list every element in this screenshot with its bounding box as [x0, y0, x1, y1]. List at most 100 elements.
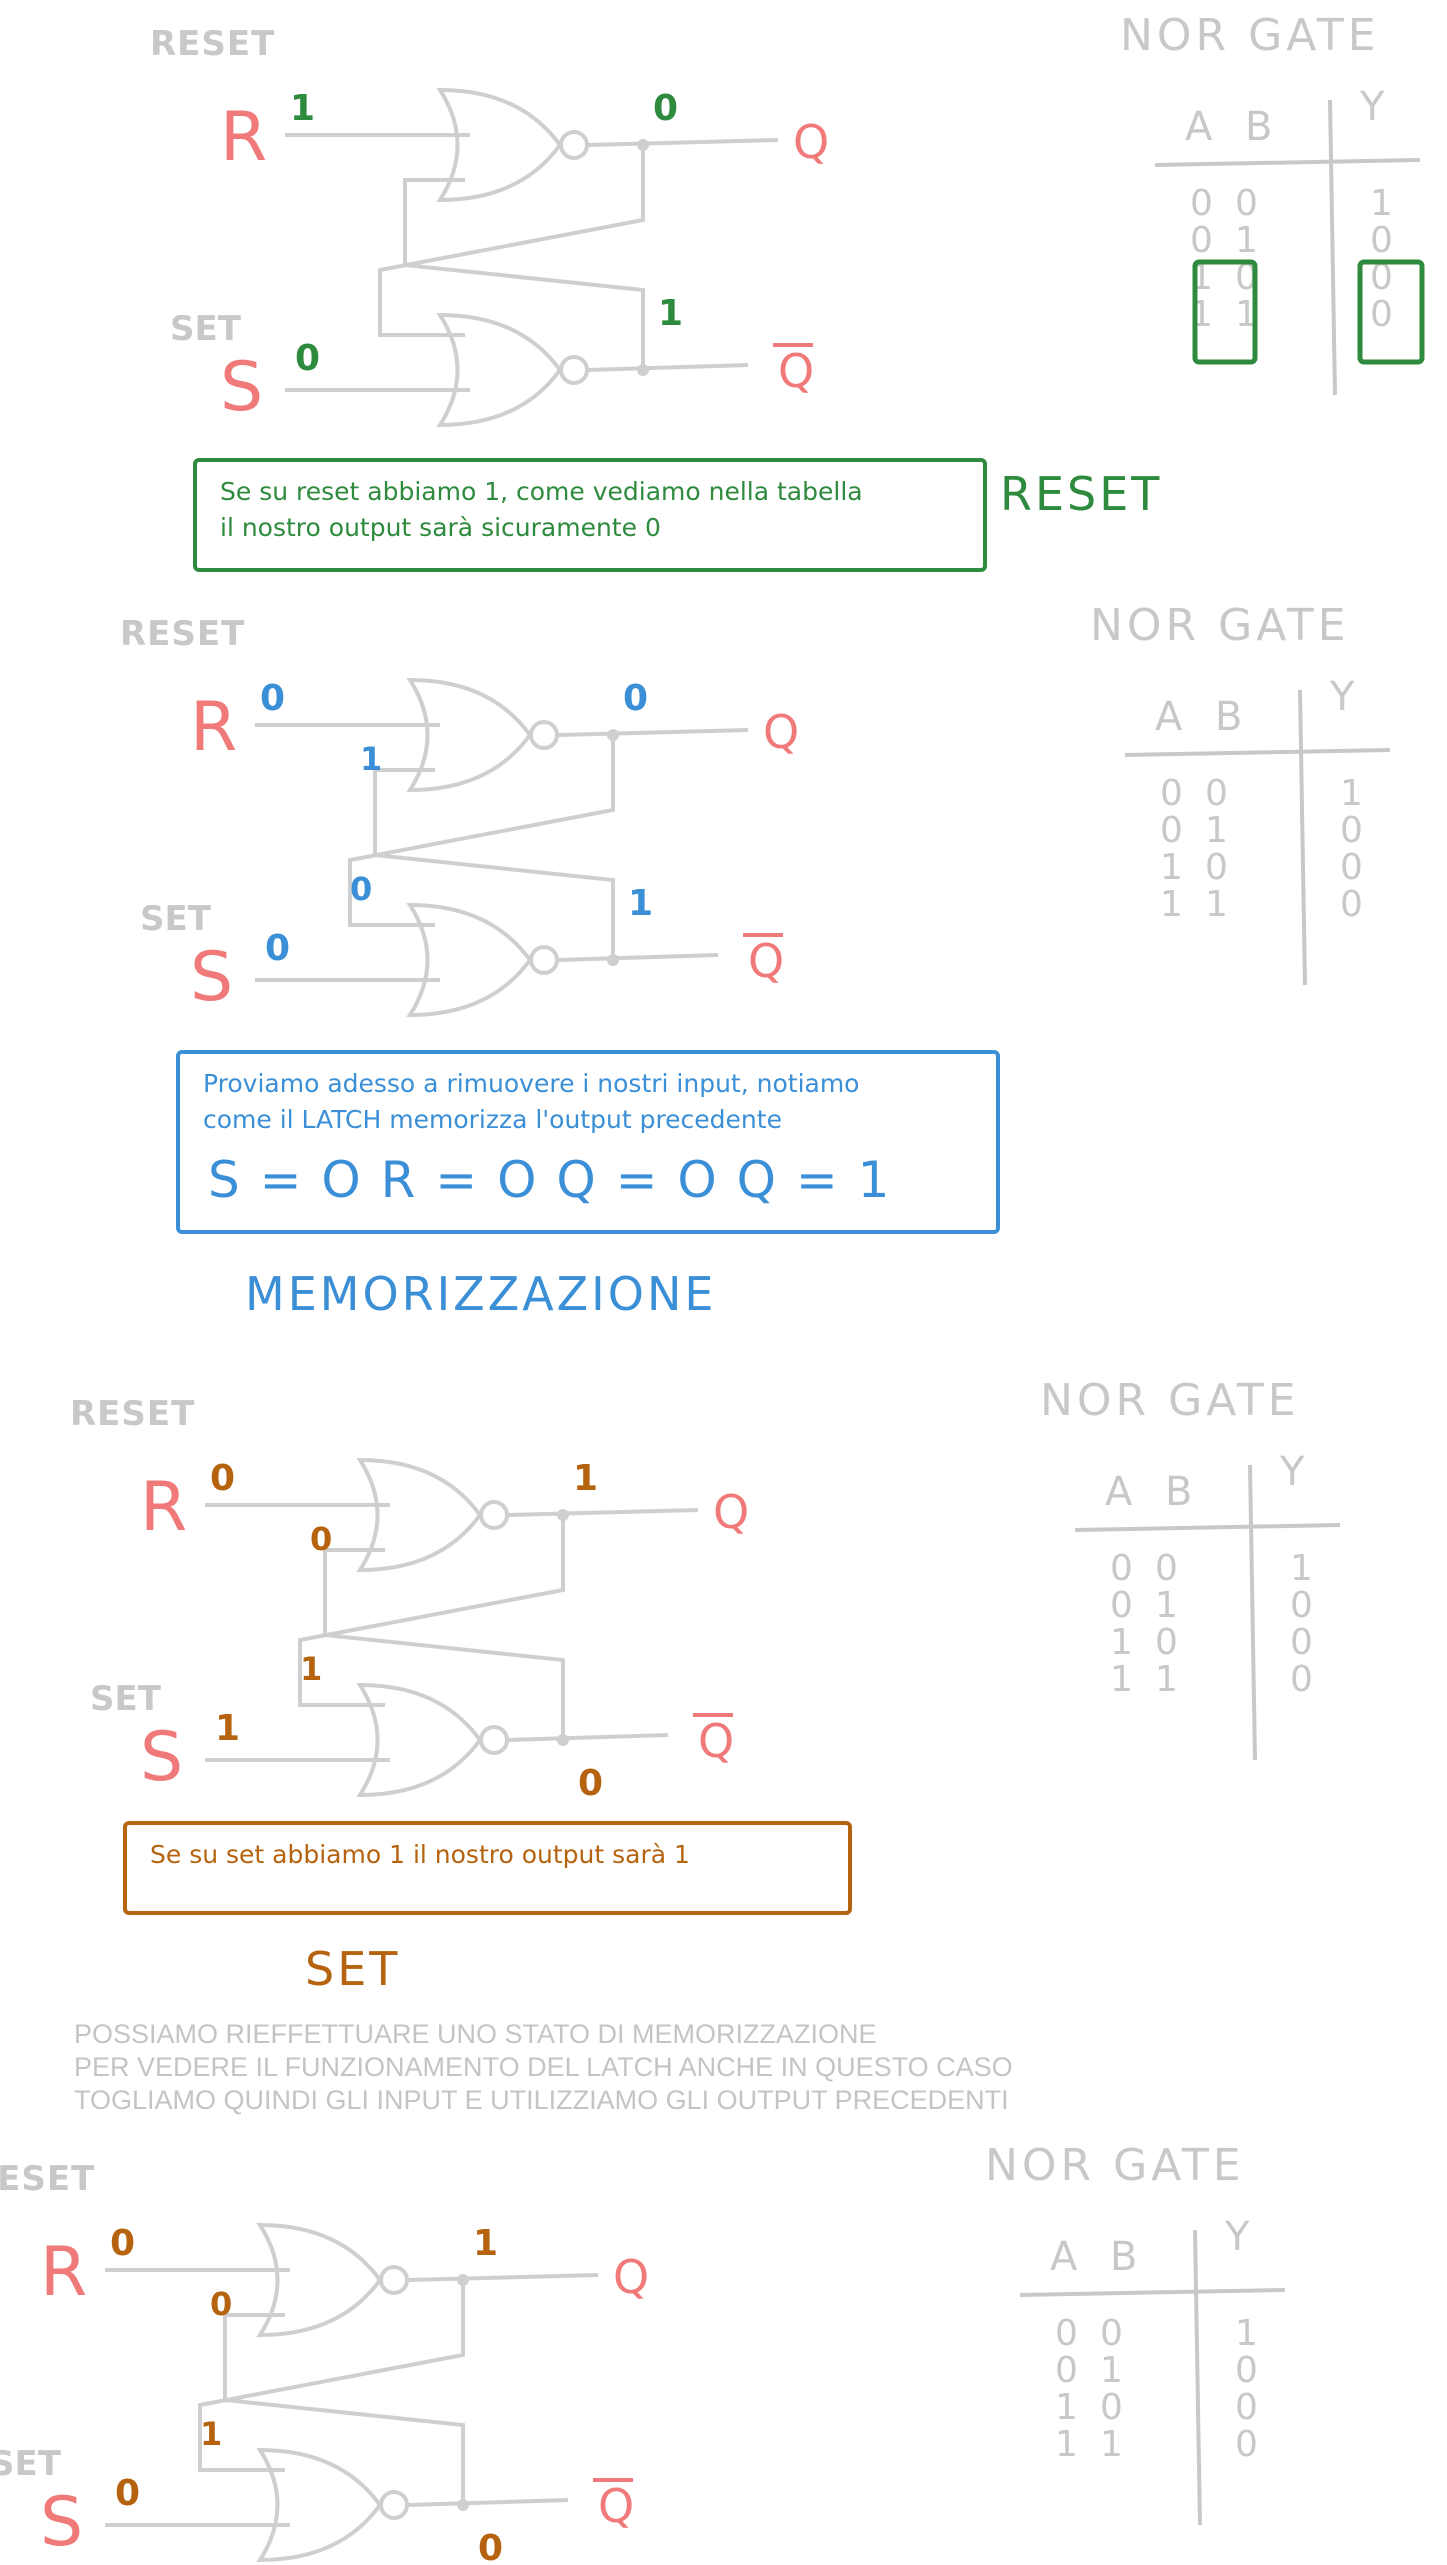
qbar-value: 0: [478, 2528, 503, 2565]
caption: RESET: [1000, 467, 1162, 521]
nor-table-title: NOR GATE: [985, 2140, 1245, 2191]
table-cell-b: 0: [1100, 2387, 1123, 2428]
table-cell-b: 0: [1235, 183, 1258, 224]
table-cell-a: 1: [1055, 2424, 1078, 2465]
table-header-rule: [1124, 748, 1391, 757]
panel-memo2: RESETSETRSQQ001001NOR GATEABY00101010011…: [0, 2140, 1286, 2565]
gray-note-line-1: POSSIAMO RIEFFETTUARE UNO STATO DI MEMOR…: [74, 2019, 877, 2049]
table-header-y: Y: [1329, 674, 1355, 720]
qbar-value: 1: [658, 293, 683, 334]
r-label: R: [190, 688, 237, 767]
nor-table-title: NOR GATE: [1090, 600, 1350, 651]
note-box: [193, 458, 987, 572]
memorization-note: POSSIAMO RIEFFETTUARE UNO STATO DI MEMOR…: [74, 2018, 1124, 2117]
table-cell-a: 0: [1110, 1585, 1133, 1626]
r-value: 1: [290, 88, 315, 129]
table-cell-y: 1: [1235, 2313, 1258, 2354]
table-cell-b: 0: [1205, 847, 1228, 888]
table-cell-a: 1: [1160, 884, 1183, 925]
qbar-feedback-wire: [373, 768, 615, 960]
q-feedback-wire: [198, 2280, 465, 2472]
qbar-wire: [507, 1733, 669, 1742]
table-cell-a: 1: [1110, 1659, 1133, 1700]
nor-gate-top: [436, 87, 563, 203]
s-value: 0: [295, 338, 320, 379]
qbar-junction: [607, 954, 619, 966]
qbar-value: 1: [628, 883, 653, 924]
highlight-rows-y: [1357, 259, 1425, 365]
table-cell-b: 1: [1155, 1659, 1178, 1700]
set-section-label: SET: [90, 1679, 162, 1719]
feedback-top-value: 0: [310, 1520, 332, 1558]
table-cell-b: 0: [1100, 2313, 1123, 2354]
table-header-rule: [1154, 158, 1421, 167]
table-cell-y: 0: [1235, 2387, 1258, 2428]
table-cell-b: 1: [1100, 2424, 1123, 2465]
table-cell-a: 1: [1110, 1622, 1133, 1663]
table-cell-y: 1: [1340, 773, 1363, 814]
r-value: 0: [110, 2223, 135, 2264]
s-label: S: [190, 938, 233, 1017]
note-line: Proviamo adesso a rimuovere i nostri inp…: [203, 1069, 859, 1098]
table-cell-y: 0: [1290, 1585, 1313, 1626]
table-cell-b: 1: [1155, 1585, 1178, 1626]
note-box: [176, 1050, 1000, 1234]
nor-gate-top-bubble: [529, 720, 559, 750]
table-header-a: A: [1105, 1469, 1133, 1515]
table-cell-a: 0: [1190, 220, 1213, 261]
table-cell-y: 0: [1290, 1659, 1313, 1700]
feedback-bottom-value: 1: [200, 2415, 222, 2453]
q-junction: [607, 729, 619, 741]
table-cell-y: 1: [1370, 183, 1393, 224]
table-cell-y: 0: [1370, 294, 1393, 335]
q-wire: [507, 1508, 699, 1517]
table-column-rule: [1248, 1464, 1257, 1761]
table-header-a: A: [1050, 2234, 1078, 2280]
nor-gate-top: [406, 677, 533, 793]
table-column-rule: [1298, 689, 1307, 986]
qbar-label: Q: [778, 344, 814, 398]
table-header-y: Y: [1224, 2214, 1250, 2260]
qbar-value: 0: [578, 1763, 603, 1804]
table-cell-a: 0: [1055, 2313, 1078, 2354]
table-cell-a: 0: [1160, 810, 1183, 851]
table-cell-y: 0: [1235, 2424, 1258, 2465]
table-header-rule: [1074, 1523, 1341, 1532]
q-junction: [457, 2274, 469, 2286]
nor-gate-bottom-bubble: [379, 2490, 409, 2520]
r-label: R: [40, 2233, 87, 2312]
note-line: il nostro output sarà sicuramente 0: [220, 513, 661, 542]
table-header-y: Y: [1279, 1449, 1305, 1495]
table-header-b: B: [1165, 1469, 1192, 1515]
s-label: S: [220, 348, 263, 427]
table-header-y: Y: [1359, 84, 1385, 130]
feedback-bottom-value: 1: [300, 1650, 322, 1688]
table-cell-a: 0: [1190, 183, 1213, 224]
table-cell-b: 1: [1235, 294, 1258, 335]
nor-gate-top: [256, 2222, 383, 2338]
note-line: Se su reset abbiamo 1, come vediamo nell…: [220, 477, 863, 506]
nor-gate-top: [356, 1457, 483, 1573]
table-cell-y: 1: [1290, 1548, 1313, 1589]
r-label: R: [140, 1468, 187, 1547]
nor-gate-bottom: [436, 312, 563, 428]
feedback-top-value: 0: [210, 2285, 232, 2323]
formula: S = O R = O Q = O Q = 1: [208, 1151, 891, 1209]
q-label: Q: [793, 115, 829, 169]
s-value: 0: [115, 2473, 140, 2514]
nor-gate-bottom: [406, 902, 533, 1018]
s-value: 1: [215, 1708, 240, 1749]
table-cell-a: 0: [1055, 2350, 1078, 2391]
q-wire: [407, 2273, 599, 2282]
q-wire: [587, 138, 779, 147]
qbar-label: Q: [698, 1714, 734, 1768]
table-column-rule: [1193, 2229, 1202, 2526]
set-section-label: SET: [0, 2444, 62, 2484]
qbar-feedback-wire: [223, 2313, 465, 2505]
table-cell-b: 0: [1205, 773, 1228, 814]
q-feedback-wire: [298, 1515, 565, 1707]
